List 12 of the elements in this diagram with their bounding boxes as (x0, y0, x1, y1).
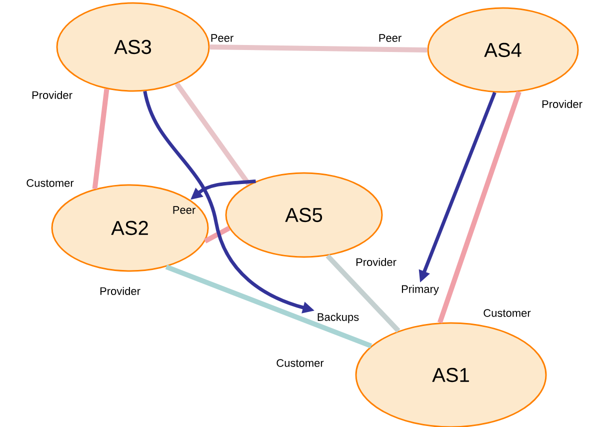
link-tube (92, 88, 110, 190)
link-tube (165, 264, 372, 348)
link-tube (210, 44, 428, 52)
end-label: Customer (276, 359, 324, 367)
link-tube (326, 254, 400, 333)
end-label: Provider (32, 90, 72, 100)
link-tube (174, 82, 251, 186)
path-label: Primary (399, 282, 441, 298)
link-tube (204, 226, 230, 244)
end-label: Customer (26, 179, 74, 187)
link-tube (438, 90, 522, 324)
end-label: Peer (173, 206, 196, 214)
